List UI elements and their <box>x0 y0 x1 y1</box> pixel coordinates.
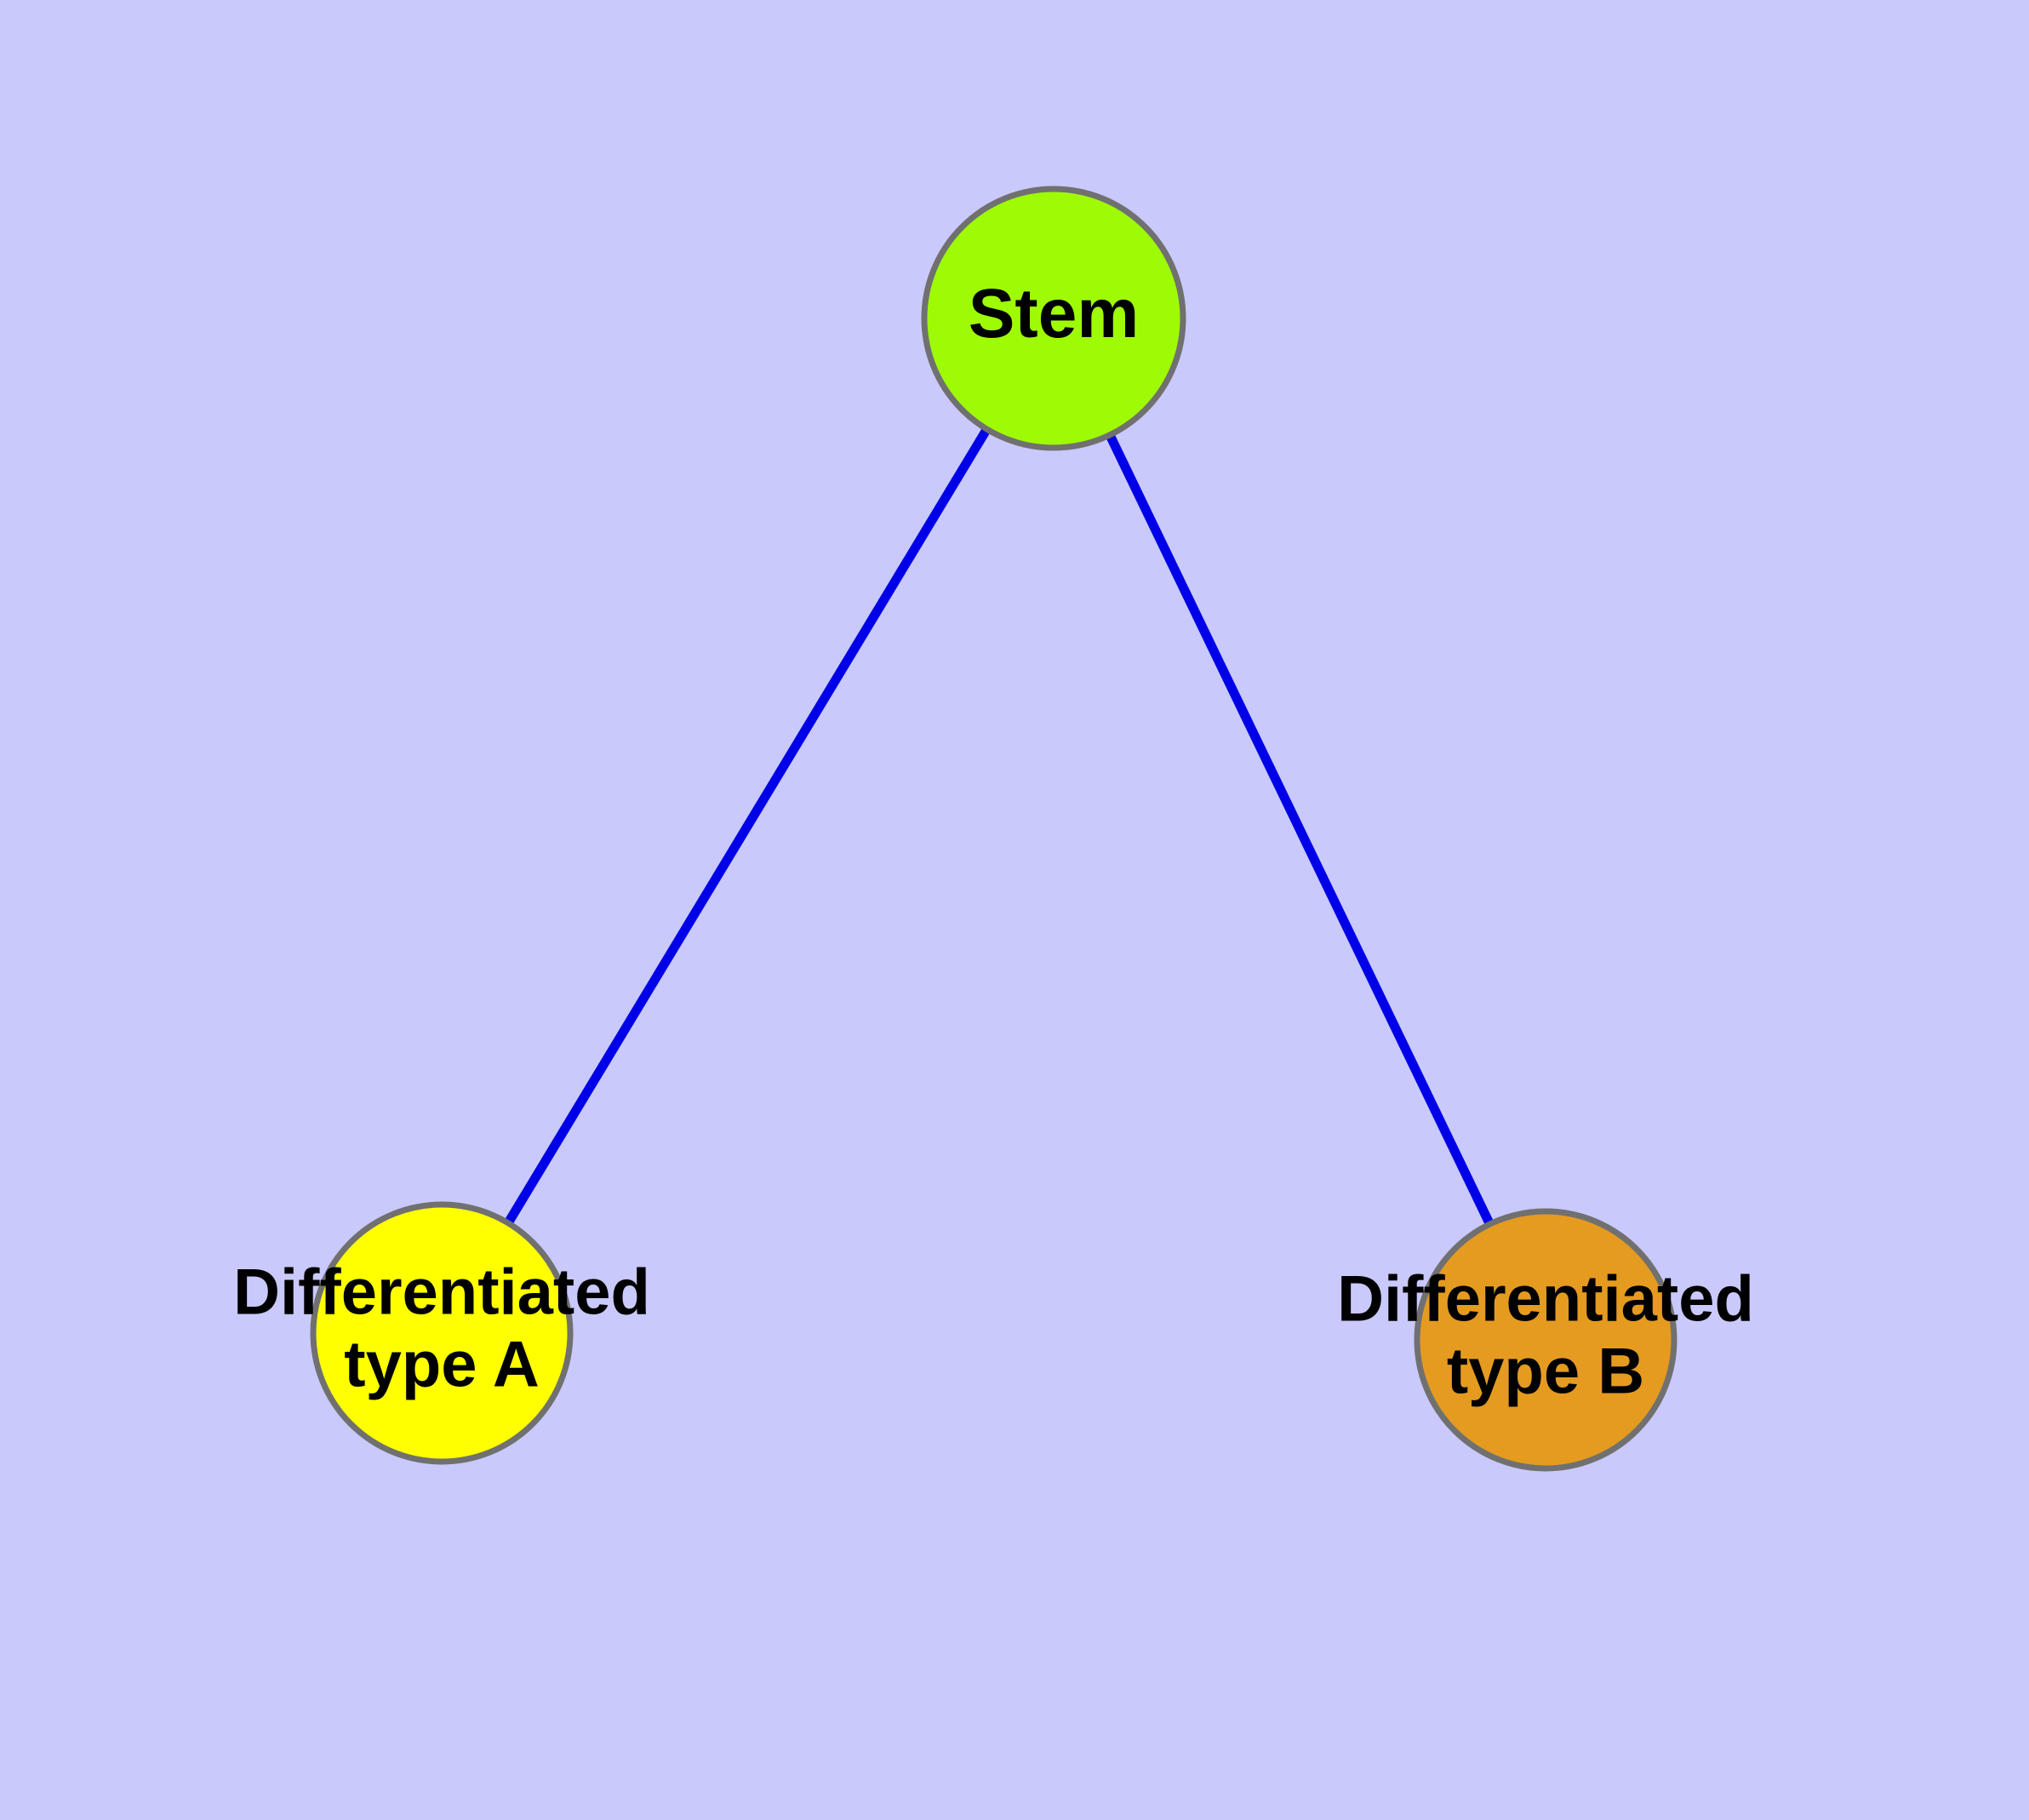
node-differentiated-type-a[interactable] <box>310 1201 574 1465</box>
node-label-line: type A <box>344 1329 539 1401</box>
node-circle-stem[interactable] <box>921 186 1186 451</box>
node-layer <box>310 186 1677 1472</box>
node-circle-differentiated-type-b[interactable] <box>1414 1208 1677 1472</box>
node-differentiated-type-b[interactable] <box>1414 1208 1677 1472</box>
node-label-line: Differentiated <box>1337 1263 1754 1336</box>
node-label-line: type B <box>1447 1336 1644 1408</box>
edge-stem-to-differentiated-type-b[interactable] <box>1104 429 1496 1229</box>
edge-layer <box>502 423 1496 1229</box>
node-stem[interactable] <box>921 186 1186 451</box>
node-circle-differentiated-type-a[interactable] <box>310 1201 574 1465</box>
edge-stem-to-differentiated-type-a[interactable] <box>502 423 993 1228</box>
node-label-stem: Stem <box>969 275 1140 352</box>
node-label-line: Stem <box>969 275 1140 352</box>
node-label-line: Differentiated <box>233 1256 650 1329</box>
